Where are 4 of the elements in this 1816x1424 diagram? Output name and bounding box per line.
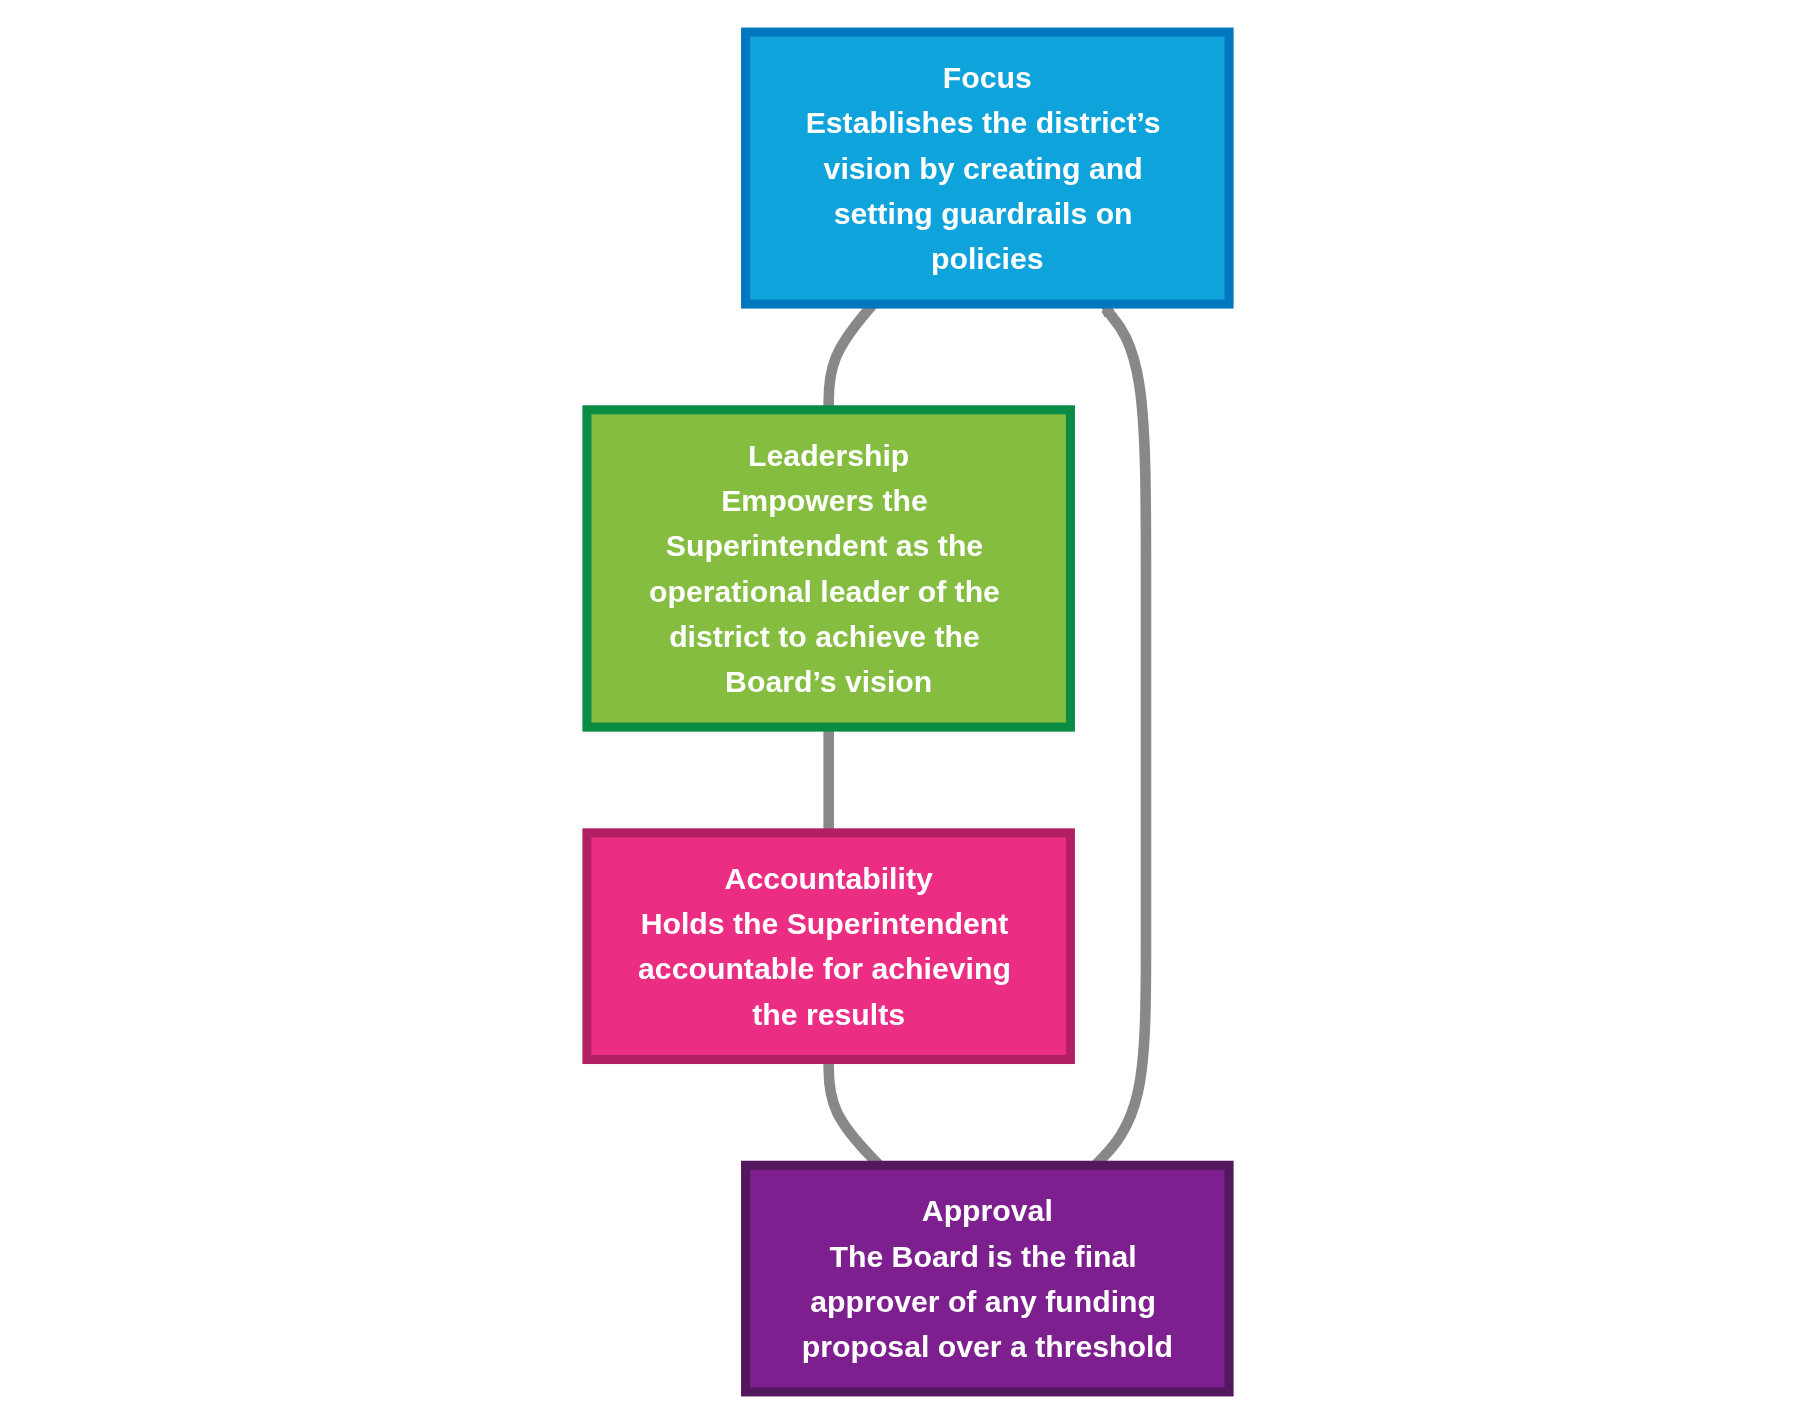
node-box: Focus Establishes the district’s vision by creating and setting guardrails on policies bbox=[741, 27, 1234, 309]
node-box: Accountability Holds the Superintendent accountable for achieving the results bbox=[582, 828, 1075, 1065]
node-box: Approval The Board is the final approver of any funding proposal over a threshold bbox=[741, 1160, 1234, 1397]
node-box: Leadership Empowers the Superintendent as the operational leader of the district to achieve the Board’s vision bbox=[582, 405, 1075, 732]
